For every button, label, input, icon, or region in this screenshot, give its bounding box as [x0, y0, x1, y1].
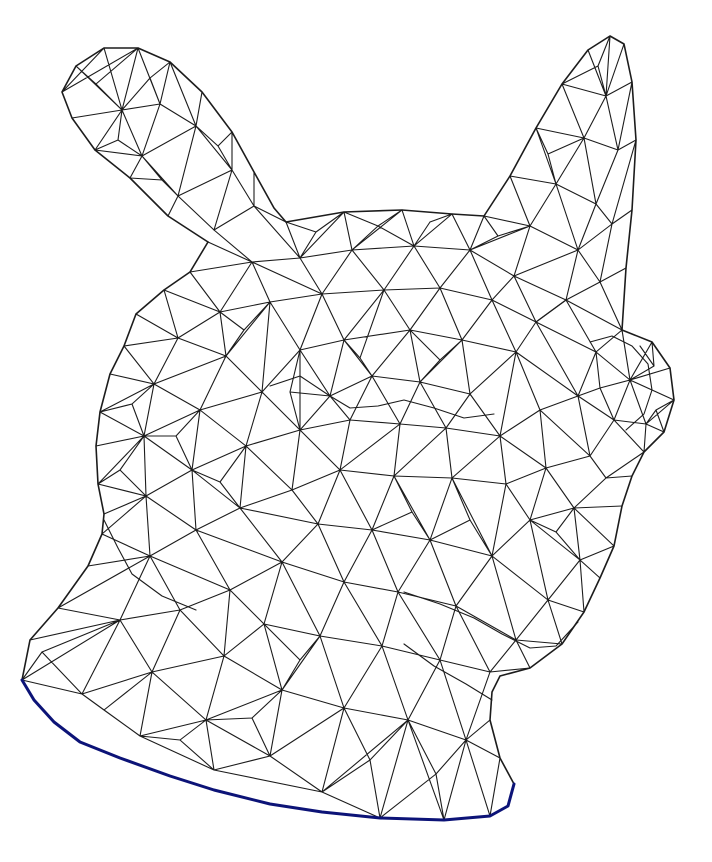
mesh-boundary-curve [20, 678, 516, 822]
right-ear-edges [483, 35, 637, 331]
snout-edges [451, 299, 675, 521]
triangle-edges [21, 35, 675, 821]
neck-fold-contours [103, 519, 493, 701]
left-face-edges [95, 261, 323, 557]
left-ear-edges [61, 47, 287, 231]
muzzle-edges [149, 469, 615, 673]
left-ear-outline [61, 47, 287, 243]
right-ear-outline [483, 35, 637, 331]
eye-region-edges [289, 287, 567, 491]
forehead-edges [207, 205, 579, 323]
neck-edges [21, 555, 501, 821]
right-face-outline [379, 329, 675, 821]
mouth-contour [403, 591, 579, 649]
head-top-outline [285, 209, 485, 223]
eye-contour [269, 375, 495, 419]
nose-contour [589, 335, 653, 431]
